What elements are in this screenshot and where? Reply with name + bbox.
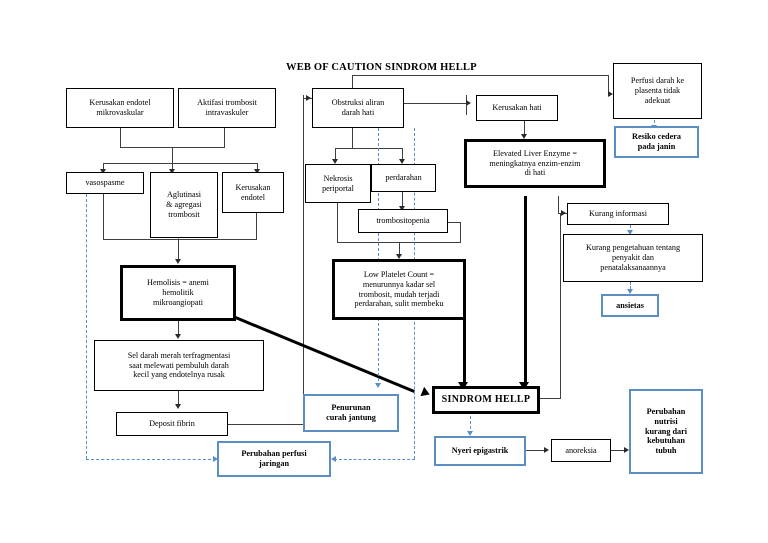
node-deposit-fibrin[interactable]: Deposit fibrin xyxy=(116,412,228,436)
connector-deposit-up xyxy=(303,95,304,424)
connector-hemolisis-to-sdm xyxy=(178,321,179,336)
node-vasospasme[interactable]: vasospasme xyxy=(66,172,144,194)
node-ansietas[interactable]: ansietas xyxy=(601,294,659,317)
connector-obstruksi-to-hati xyxy=(403,103,467,104)
dashed-perdarahan-left xyxy=(334,459,415,460)
node-perfusi-darah-plasenta[interactable]: Perfusi darah ke plasenta tidak adekuat xyxy=(613,63,702,119)
connector-perfusi-to-resiko xyxy=(654,120,655,129)
connector-kp-to-ansietas xyxy=(630,282,631,293)
connector-ki-to-kp xyxy=(630,225,631,234)
arrow-to-obstruksi xyxy=(306,95,311,101)
arrow-to-ansietas xyxy=(627,289,633,294)
connector-obstruksi-split xyxy=(335,148,403,149)
node-obstruksi-aliran-darah-hati[interactable]: Obstruksi aliran darah hati xyxy=(312,88,404,128)
node-sindrom-hellp[interactable]: SINDROM HELLP xyxy=(432,386,540,414)
node-kerusakan-endotel[interactable]: Kerusakan endotel xyxy=(222,172,284,213)
arrow-to-deposit-fibrin xyxy=(175,404,181,409)
arrow-to-vasospasme xyxy=(100,169,106,174)
connector-hati-to-ele xyxy=(524,121,525,137)
node-nyeri-epigastrik[interactable]: Nyeri epigastrik xyxy=(434,436,526,466)
arrow-to-kurang-informasi xyxy=(561,210,566,216)
connector-ele-right-down xyxy=(558,196,559,213)
connector-bus-down xyxy=(172,147,173,163)
connector-to-aglutinasi xyxy=(172,163,173,172)
connector-ele-to-sindrom xyxy=(524,196,527,386)
connector-to-perdarahan xyxy=(402,148,403,162)
arrow-to-kurang-pengetahuan xyxy=(627,230,633,235)
connector-sindrom-right xyxy=(538,398,561,399)
arrow-to-penurunan-curah-jantung xyxy=(375,383,381,388)
connector-to-nekrosis xyxy=(335,148,336,162)
connector-bus-to-hemolisis xyxy=(178,239,179,261)
dashed-vasospasme-right xyxy=(86,459,216,460)
dashed-vasospasme-down xyxy=(86,194,87,459)
arrow-to-aglutinasi xyxy=(169,169,175,174)
page-title: WEB OF CAUTION SINDROM HELLP xyxy=(286,62,477,73)
connector-obstruksi-down xyxy=(352,128,353,148)
node-elevated-liver-enzyme[interactable]: Elevated Liver Enzyme = meningkatnya enz… xyxy=(464,139,606,188)
node-kurang-informasi[interactable]: Kurang informasi xyxy=(567,203,669,225)
arrow-to-nyeri-epigastrik xyxy=(467,431,473,436)
node-low-platelet-count[interactable]: Low Platelet Count = menurunnya kadar se… xyxy=(332,259,466,320)
connector-lpc-to-sindrom xyxy=(463,320,466,386)
arrow-to-trombositopenia xyxy=(399,206,405,211)
connector-sdm-to-deposit xyxy=(178,391,179,407)
node-perdarahan[interactable]: perdarahan xyxy=(371,164,436,192)
connector-trombo-right xyxy=(447,222,461,223)
arrow-to-low-platelet xyxy=(396,254,402,259)
dashed-to-penurunan-curah xyxy=(378,128,379,386)
arrow-to-sel-darah-merah xyxy=(175,334,181,339)
node-kerusakan-hati[interactable]: Kerusakan hati xyxy=(476,95,558,121)
node-perubahan-nutrisi[interactable]: Perubahan nutrisi kurang dari kebutuhan … xyxy=(629,389,703,474)
connector-vaso-down xyxy=(103,194,104,239)
connector-bus-to-lpc xyxy=(399,242,400,257)
arrow-hemolisis-to-sindrom-hellp xyxy=(420,386,432,400)
connector-ke-down xyxy=(256,213,257,239)
arrow-to-perdarahan xyxy=(399,159,405,164)
arrow-to-perubahan-nutrisi xyxy=(624,447,629,453)
connector-nyeri-to-anoreksia xyxy=(525,450,547,451)
node-sel-darah-merah-terfragmentasi[interactable]: Sel darah merah terfragmentasi saat mele… xyxy=(94,340,264,391)
node-hemolisis[interactable]: Hemolisis = anemi hemolitik mikroangiopa… xyxy=(120,265,236,321)
node-resiko-cedera-pada-janin[interactable]: Resiko cedera pada janin xyxy=(614,126,699,158)
connector-hemolisis-bus xyxy=(103,239,257,240)
arrow-to-kerusakan-hati xyxy=(466,100,471,106)
connector-at-down xyxy=(224,128,225,147)
connector-to-vasospasme xyxy=(103,163,104,172)
node-kerusakan-endotel-mikrovaskular[interactable]: Kerusakan endotel mikrovaskular xyxy=(66,88,174,128)
connector-title-to-obstruksi xyxy=(352,75,353,91)
arrow-dashed-left-to-perubahan-perfusi xyxy=(331,456,336,462)
node-kurang-pengetahuan[interactable]: Kurang pengetahuan tentang penyakit dan … xyxy=(563,234,703,282)
node-anoreksia[interactable]: anoreksia xyxy=(551,439,611,462)
arrow-to-nekrosis xyxy=(332,159,338,164)
node-aktifasi-trombosit-intravaskuler[interactable]: Aktifasi trombosit intravaskuler xyxy=(178,88,276,128)
node-penurunan-curah-jantung[interactable]: Penurunan curah jantung xyxy=(303,394,399,432)
connector-perdarahan-down xyxy=(402,192,403,209)
connector-title-to-perfusi xyxy=(352,75,609,76)
connector-title-right-drop xyxy=(608,75,609,95)
connector-sindrom-to-nyeri xyxy=(470,416,471,434)
connector-kem-down xyxy=(120,128,121,147)
connector-to-kerusakan-endotel xyxy=(257,163,258,172)
connector-trombo-right-down xyxy=(460,222,461,242)
node-aglutinasi-agregasi-trombosit[interactable]: Aglutinasi & agregasi trombosit xyxy=(150,172,218,238)
arrow-to-hemolisis xyxy=(175,259,181,264)
connector-sindrom-up xyxy=(560,213,561,399)
arrow-to-anoreksia xyxy=(544,447,549,453)
arrow-to-kerusakan-endotel xyxy=(254,169,260,174)
node-nekrosis-periportal[interactable]: Nekrosis periportal xyxy=(305,164,371,203)
arrow-to-elevated-liver-enzyme xyxy=(521,134,527,139)
arrow-to-perfusi-plasenta xyxy=(608,91,613,97)
arrow-dashed-to-perubahan-perfusi xyxy=(213,456,218,462)
connector-bus-across xyxy=(103,163,257,164)
connector-nekrosis-down xyxy=(337,203,338,242)
connector-anoreksia-to-nutrisi xyxy=(611,450,627,451)
node-perubahan-perfusi-jaringan[interactable]: Perubahan perfusi jaringan xyxy=(217,441,331,477)
connector-deposit-right xyxy=(228,424,304,425)
node-trombositopenia[interactable]: trombositopenia xyxy=(358,209,448,233)
